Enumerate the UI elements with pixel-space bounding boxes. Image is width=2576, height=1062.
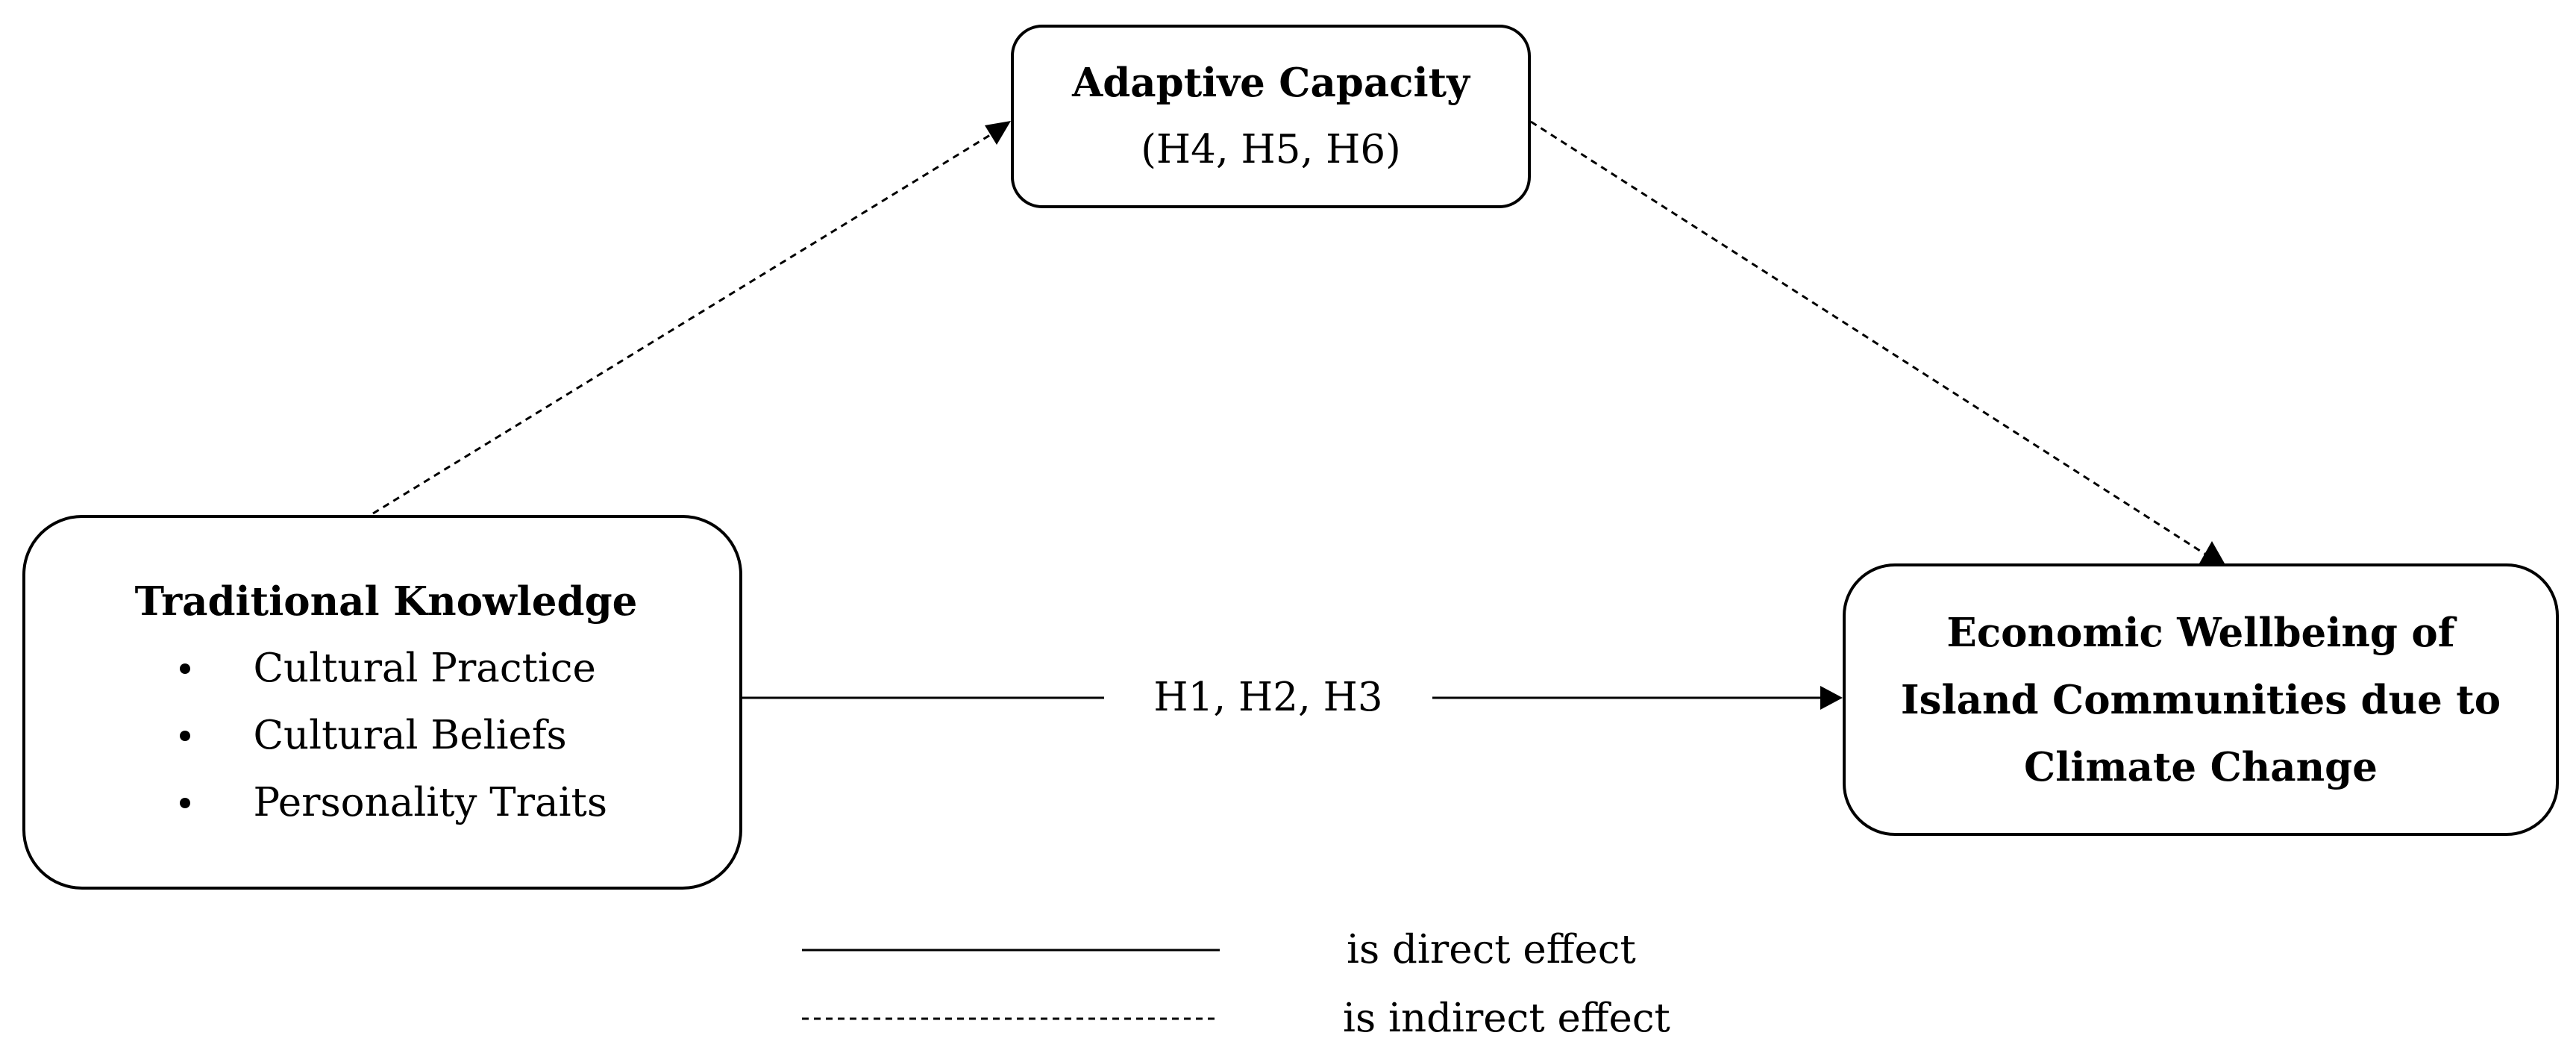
economic-wellbeing-title-line: Economic Wellbeing of xyxy=(1946,609,2455,656)
indirect-arrowhead-economic-wellbeing xyxy=(2199,541,2225,563)
traditional-knowledge-title: Traditional Knowledge xyxy=(134,578,638,625)
indirect-effect-arrow-to-economic-wellbeing xyxy=(1530,120,2209,557)
list-item-label: Cultural Beliefs xyxy=(253,713,567,758)
list-item: Personality Traits xyxy=(151,769,614,837)
adaptive-capacity-box: Adaptive Capacity (H4, H5, H6) xyxy=(1011,25,1531,208)
adaptive-capacity-title: Adaptive Capacity xyxy=(1072,60,1470,106)
list-item-label: Cultural Practice xyxy=(253,646,596,691)
adaptive-capacity-hypotheses: (H4, H5, H6) xyxy=(1141,127,1401,172)
economic-wellbeing-title-line: Island Communities due to xyxy=(1900,676,2501,723)
list-item: Cultural Practice xyxy=(151,635,614,702)
indirect-arrowhead-adaptive-capacity xyxy=(985,121,1011,145)
bullet-icon xyxy=(179,731,190,741)
direct-effect-arrowhead xyxy=(1820,686,1843,710)
economic-wellbeing-box: Economic Wellbeing of Island Communities… xyxy=(1843,563,2559,836)
bullet-icon xyxy=(179,798,190,808)
legend-indirect-label: is indirect effect xyxy=(1343,996,1670,1041)
bullet-icon xyxy=(179,663,190,674)
traditional-knowledge-box: Traditional Knowledge Cultural Practice … xyxy=(22,515,742,890)
traditional-knowledge-dimensions: Cultural Practice Cultural Beliefs Perso… xyxy=(151,635,614,837)
indirect-effect-arrow-to-adaptive-capacity xyxy=(372,125,1004,515)
list-item-label: Personality Traits xyxy=(253,780,608,825)
economic-wellbeing-title-line: Climate Change xyxy=(2024,743,2378,790)
legend-direct-label: is direct effect xyxy=(1347,927,1636,972)
list-item: Cultural Beliefs xyxy=(151,702,614,769)
direct-effect-hypotheses-label: H1, H2, H3 xyxy=(1104,664,1432,731)
